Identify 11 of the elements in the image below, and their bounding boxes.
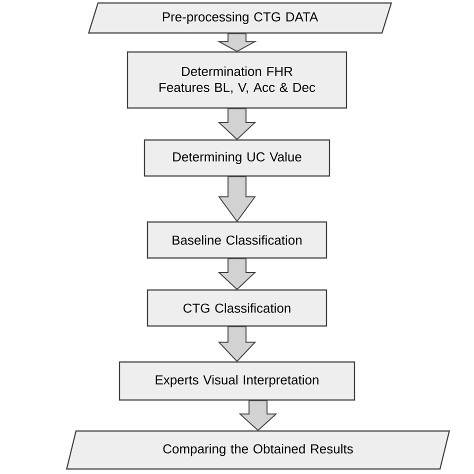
block-arrow [218,258,256,290]
block-arrow [218,326,256,362]
process-box: Determination FHR Features BL, V, Acc & Dec [126,51,348,109]
block-arrow [218,176,256,222]
block-arrow [217,33,257,52]
process-box: CTG Classification [146,289,328,327]
block-arrow [218,108,256,140]
process-box: Determining UC Value [144,139,330,177]
process-box: Experts Visual Interpretation [118,361,356,401]
block-arrow [238,400,278,432]
process-box: Baseline Classification [146,221,328,259]
